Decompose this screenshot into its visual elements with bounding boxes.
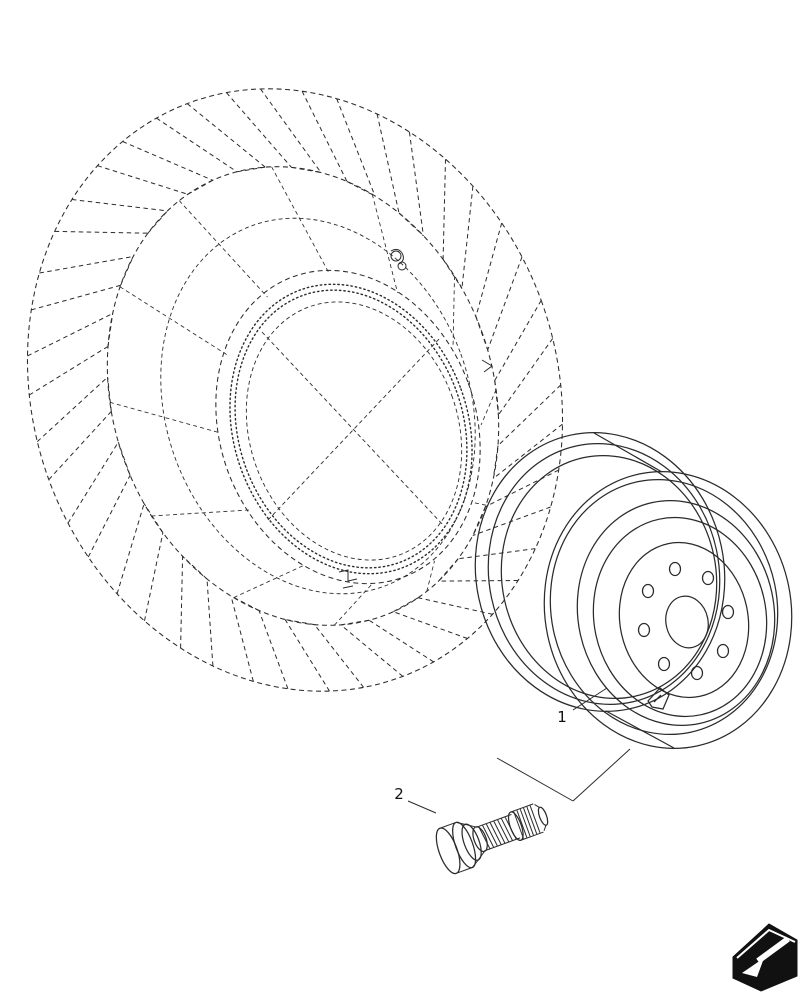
icon-arrow-head (742, 958, 764, 977)
wheel-rim (474, 432, 793, 749)
callout-2[interactable]: 2 (394, 785, 437, 814)
tread-wear-mark (390, 248, 407, 271)
callout-2-label[interactable]: 2 (394, 785, 404, 803)
callout-1-label[interactable]: 1 (557, 708, 567, 726)
bolt-holes (637, 561, 735, 681)
callout-1[interactable]: 1 (557, 687, 608, 726)
tire-tread-lugs (27, 88, 563, 692)
icon-arrow-shaft (756, 936, 790, 964)
rotation-arrow-mark (481, 359, 493, 373)
tire-sidewall-lines (109, 166, 497, 626)
callout-1-leader (572, 687, 608, 711)
tire-outline (26, 88, 564, 692)
section-thumbnail-icon[interactable] (732, 923, 798, 992)
valve-hole-detail (647, 687, 670, 710)
valve-stem (435, 803, 549, 875)
assembly-pointer-lines (496, 748, 631, 802)
callout-2-leader (407, 800, 437, 814)
bead-mark (338, 569, 358, 589)
